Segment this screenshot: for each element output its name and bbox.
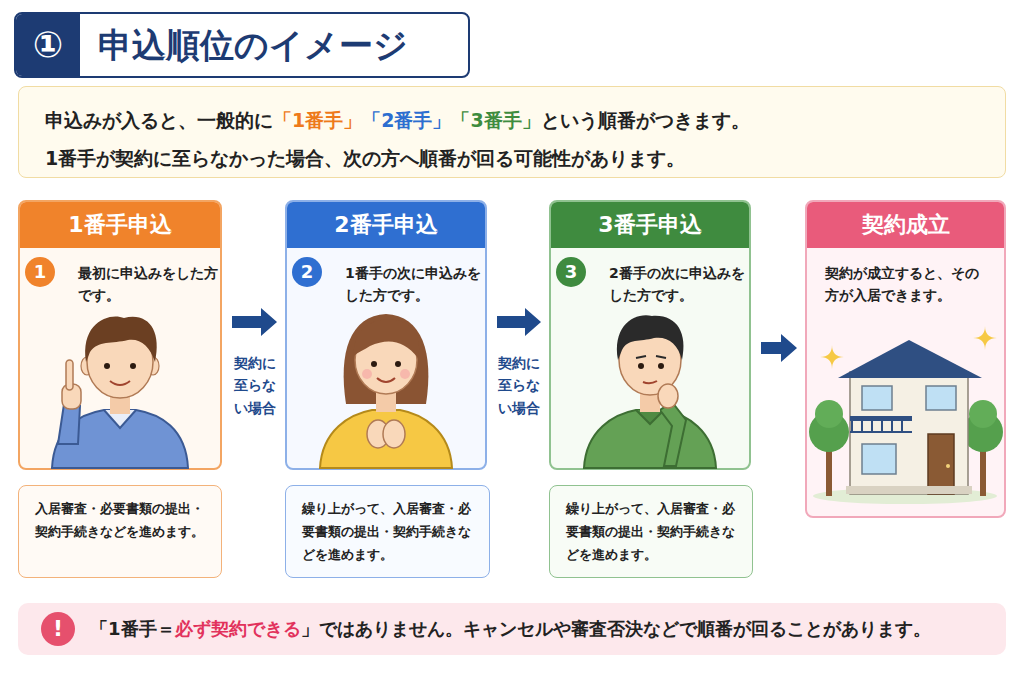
- rank-number: 3: [556, 257, 586, 287]
- intro-box: 申込みが入ると、一般的に「1番手」「2番手」「3番手」という順番がつきます。 1番…: [18, 86, 1006, 178]
- card-header: 2番手申込: [287, 202, 485, 248]
- step-note-box: 繰り上がって、入居審査・必要書類の提出・契約手続きなどを進めます。: [285, 485, 490, 578]
- body-text: 」ではありません。キャンセルや審査否決などで順番が回ることがあります。: [301, 618, 931, 639]
- card-header: 契約成立: [807, 202, 1004, 248]
- applicant-card: 1番手申込最初に申込みをした方です。 1: [18, 200, 222, 470]
- highlight-text: 「2番手」: [362, 109, 451, 131]
- warning-icon: !: [41, 612, 75, 646]
- arrow-label: 契約に至らない場合: [496, 352, 542, 419]
- highlight-text: 必ず契約できる: [175, 618, 301, 639]
- body-text: という順番がつきます。: [541, 109, 750, 131]
- flow-arrow: [497, 308, 541, 336]
- text-line: 1番手が契約に至らなかった場合、次の方へ順番が回る可能性があります。: [45, 139, 685, 177]
- section-number: ①: [16, 14, 80, 76]
- box-text: 入居審査・必要書類の提出・契約手続きなどを進めます。: [19, 486, 221, 544]
- rank-number: 1: [25, 257, 55, 287]
- title-text: 申込順位のイメージ: [98, 20, 408, 70]
- rank-number: 2: [292, 257, 322, 287]
- applicant-card: 3番手申込 2番手の次に申込みをした方です。 3: [549, 200, 751, 470]
- highlight-text: 「1番手」: [273, 109, 362, 131]
- text-line: 申込みが入ると、一般的に「1番手」「2番手」「3番手」という順番がつきます。: [45, 101, 750, 139]
- rank-circle: 2: [292, 257, 322, 287]
- card-description: 1番手の次に申込みをした方です。: [345, 262, 485, 307]
- arrow-label: 契約に至らない場合: [232, 352, 278, 419]
- body-text: 申込みが入ると、一般的に: [45, 109, 273, 131]
- warning-bar: 「1番手＝必ず契約できる」ではありません。キャンセルや審査否決などで順番が回るこ…: [18, 603, 1006, 655]
- box-text: 繰り上がって、入居審査・必要書類の提出・契約手続きなどを進めます。: [286, 486, 489, 566]
- card-header: 1番手申込: [20, 202, 220, 248]
- flow-arrow: [761, 334, 797, 362]
- result-card: 契約成立契約が成立すると、その方が入居できます。: [805, 200, 1006, 518]
- card-header: 3番手申込: [551, 202, 749, 248]
- text-line: 「1番手＝必ず契約できる」ではありません。キャンセルや審査否決などで順番が回るこ…: [90, 615, 931, 643]
- step-note-box: 繰り上がって、入居審査・必要書類の提出・契約手続きなどを進めます。: [549, 485, 753, 578]
- card-description: 契約が成立すると、その方が入居できます。: [825, 262, 985, 307]
- body-text: 「1番手＝: [90, 618, 175, 639]
- rank-circle: 1: [25, 257, 55, 287]
- card-description: 最初に申込みをした方です。: [78, 262, 220, 307]
- card-description: 2番手の次に申込みをした方です。: [609, 262, 749, 307]
- body-text: 1番手が契約に至らなかった場合、次の方へ順番が回る可能性があります。: [45, 147, 685, 169]
- highlight-text: 「3番手」: [451, 109, 540, 131]
- box-text: 繰り上がって、入居審査・必要書類の提出・契約手続きなどを進めます。: [550, 486, 752, 566]
- applicant-card: 2番手申込 1番手の次に申込みをした方です。 2: [285, 200, 487, 470]
- step-note-box: 入居審査・必要書類の提出・契約手続きなどを進めます。: [18, 485, 222, 578]
- flow-arrow: [232, 308, 277, 336]
- rank-circle: 3: [556, 257, 586, 287]
